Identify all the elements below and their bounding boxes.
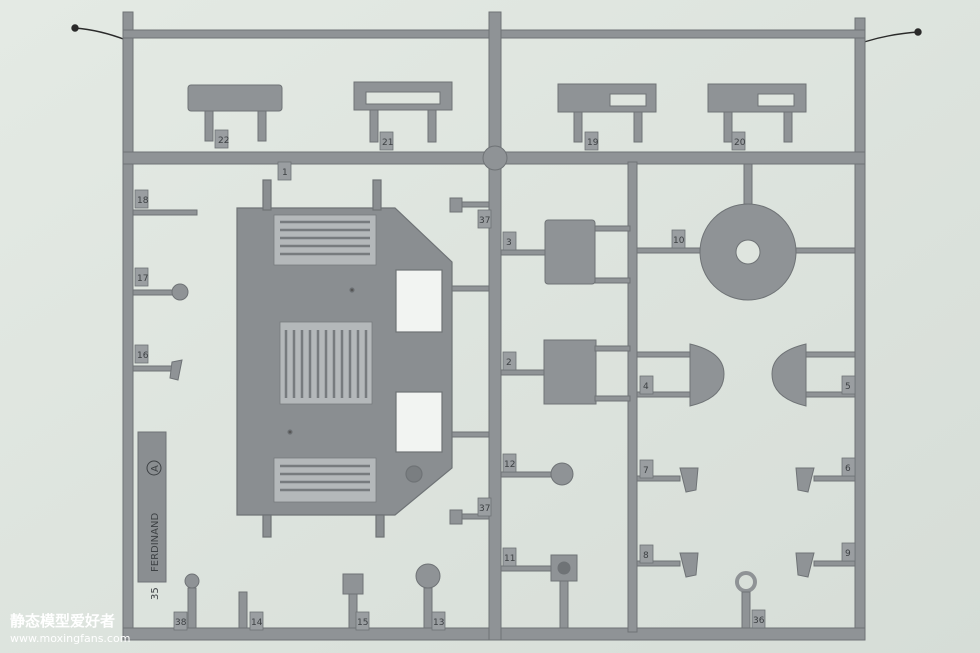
- part-number: 36: [753, 616, 765, 626]
- part-number: 37: [479, 216, 490, 226]
- part-number: 2: [506, 358, 512, 368]
- middle-column-parts: [449, 197, 631, 629]
- part-number: 1: [282, 168, 288, 178]
- part-number: 20: [734, 138, 746, 148]
- part-number: 4: [643, 382, 649, 392]
- left-column-parts: [132, 209, 441, 629]
- sprue-title-group: 35 FERDINAND A: [146, 460, 162, 600]
- watermark: 静态模型爱好者 www.moxingfans.com: [10, 612, 130, 645]
- sprue-scale-text: 35: [150, 587, 161, 600]
- part-number: 14: [251, 618, 263, 628]
- part-number: 13: [433, 618, 444, 628]
- sprue-code: A: [150, 465, 161, 472]
- part-number: 16: [137, 351, 149, 361]
- watermark-url: www.moxingfans.com: [10, 632, 130, 645]
- part-number: 5: [845, 382, 851, 392]
- part-number: 12: [504, 460, 515, 470]
- part-number: 11: [504, 554, 515, 564]
- part-number: 38: [175, 618, 187, 628]
- part-number: 9: [845, 549, 851, 559]
- part-number: 7: [643, 466, 649, 476]
- top-row-parts: [187, 81, 807, 143]
- part-number: 3: [506, 238, 512, 248]
- part-number: 6: [845, 464, 851, 474]
- sprue-title: FERDINAND: [150, 513, 161, 572]
- sprue-frame: [122, 11, 866, 641]
- part-number: 22: [218, 136, 229, 146]
- hull-plate: [236, 179, 453, 538]
- part-number: 15: [357, 618, 368, 628]
- part-number: 10: [673, 236, 685, 246]
- part-number: 8: [643, 551, 649, 561]
- right-column-parts: [636, 163, 856, 629]
- sprue-code-circle: [146, 460, 162, 476]
- part-number-tabs: 22 21 19 20 18 17 16 3 2 12 11 4 7 8 5 6…: [134, 129, 856, 631]
- part-number: 17: [137, 274, 148, 284]
- watermark-title: 静态模型爱好者: [10, 612, 115, 630]
- part-number: 21: [382, 138, 393, 148]
- part-number: 37: [479, 504, 490, 514]
- part-number: 19: [587, 138, 599, 148]
- part-number: 18: [137, 196, 149, 206]
- hanging-wires: [71, 24, 922, 43]
